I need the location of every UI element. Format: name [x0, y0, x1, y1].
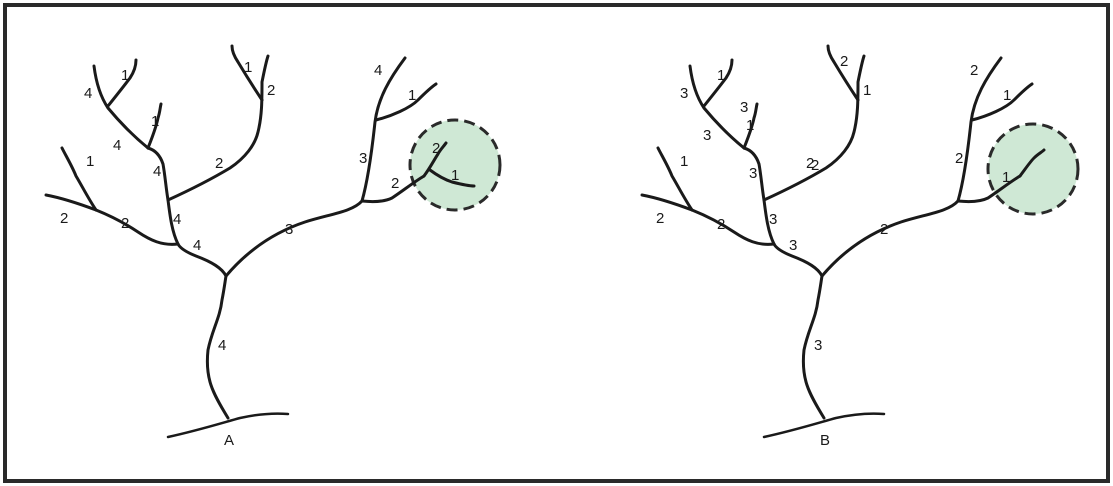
order-label: 2	[717, 216, 725, 233]
order-label: 2	[955, 150, 963, 167]
order-label: 1	[717, 67, 725, 84]
order-label: 2	[806, 155, 814, 172]
order-label: 2	[970, 62, 978, 79]
order-label: 3	[789, 237, 797, 254]
order-label: 1	[151, 113, 159, 130]
order-label: 1	[451, 167, 459, 184]
highlight-circle-a	[410, 120, 500, 210]
order-label: 2	[840, 53, 848, 70]
order-label: 2	[432, 140, 440, 157]
outlet-label-a: A	[224, 432, 234, 449]
order-label: 3	[814, 337, 822, 354]
order-label: 2	[391, 175, 399, 192]
order-label: 4	[153, 163, 161, 180]
order-label: 2	[656, 210, 664, 227]
order-label: 2	[215, 155, 223, 172]
order-label: 2	[60, 210, 68, 227]
order-label: 1	[863, 82, 871, 99]
order-label: 4	[113, 137, 121, 154]
order-label: 1	[680, 153, 688, 170]
order-label: 1	[408, 87, 416, 104]
order-label: 4	[173, 211, 181, 228]
order-label: 3	[740, 99, 748, 116]
order-label: 3	[359, 150, 367, 167]
order-label: 4	[218, 337, 226, 354]
order-label: 4	[84, 85, 92, 102]
order-label: 3	[749, 165, 757, 182]
order-label: 4	[193, 237, 201, 254]
order-label: 1	[1002, 169, 1010, 186]
order-label: 3	[769, 211, 777, 228]
order-label: 4	[374, 62, 382, 79]
order-label: 1	[1003, 87, 1011, 104]
order-label: 2	[880, 221, 888, 238]
order-label: 2	[121, 215, 129, 232]
order-label: 3	[285, 221, 293, 238]
order-label: 3	[680, 85, 688, 102]
order-label: 1	[121, 67, 129, 84]
outlet-label-b: B	[820, 432, 830, 449]
order-label: 1	[86, 153, 94, 170]
order-label: 2	[267, 82, 275, 99]
order-label: 3	[703, 127, 711, 144]
order-label: 1	[244, 59, 252, 76]
order-label: 1	[746, 117, 754, 134]
